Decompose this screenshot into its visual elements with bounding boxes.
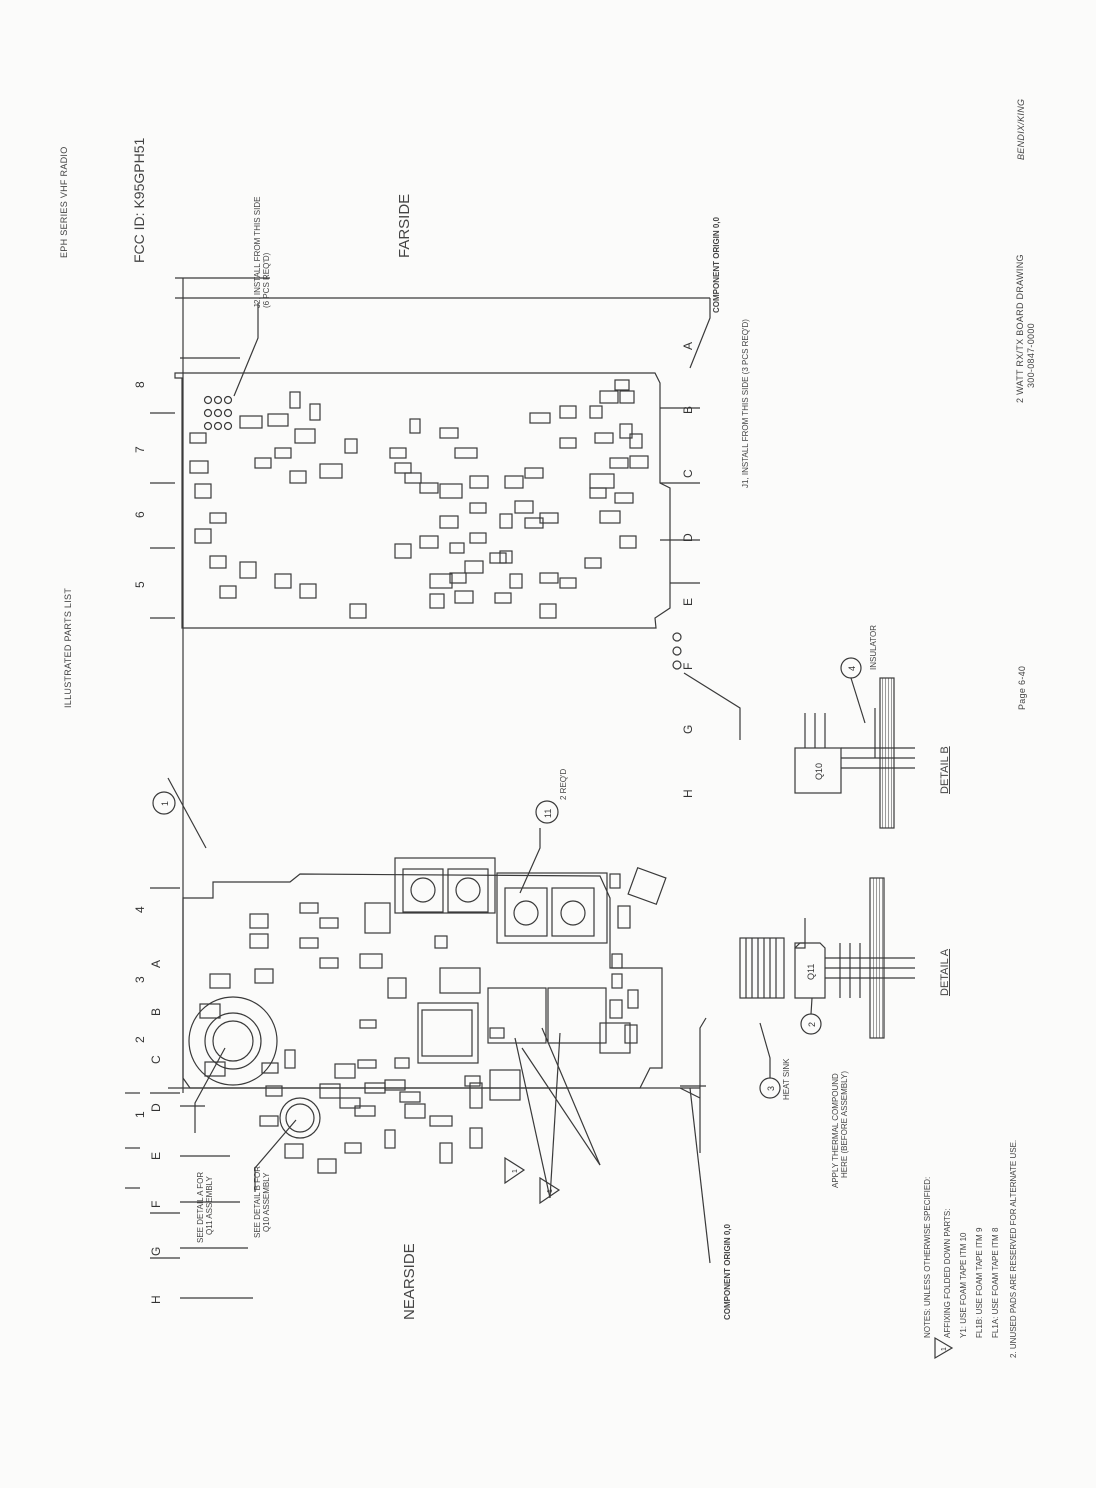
farside-col-8: 8	[133, 381, 147, 388]
nearside-flag-1	[504, 1156, 526, 1185]
nearside-fl1a	[547, 987, 607, 1044]
nearside-fl1b	[487, 987, 547, 1044]
heat-sink-num: 3	[766, 1086, 776, 1091]
farside-row-C: C	[681, 469, 695, 478]
farside-board	[174, 372, 671, 629]
callout-item1-num: 1	[160, 801, 170, 806]
detail-a-board-section	[869, 877, 885, 1039]
flag-1-text: 1	[512, 1169, 519, 1173]
nearside-col-1: 1	[133, 1111, 147, 1118]
nearside-row-B: B	[149, 1008, 163, 1016]
nearside-flag-2	[539, 1176, 561, 1205]
insulator-num: 4	[847, 666, 857, 671]
detail-a-heat-sink	[739, 937, 785, 999]
farside-col-7: 7	[133, 446, 147, 453]
callout-item11-num: 11	[543, 809, 553, 818]
nearside-b2	[279, 1097, 321, 1139]
farside-j1-pin-1	[672, 660, 682, 670]
farside-row-H: H	[681, 789, 695, 798]
notes-flag	[934, 1336, 954, 1360]
farside-row-G: G	[681, 725, 695, 734]
nearside-row-E: E	[149, 1152, 163, 1160]
nearside-u1	[417, 1002, 479, 1064]
farside-col-6: 6	[133, 511, 147, 518]
nearside-col-4: 4	[133, 906, 147, 913]
nearside-y1	[489, 1069, 521, 1101]
flag-2-text: 1	[547, 1189, 554, 1193]
farside-row-B: B	[681, 406, 695, 414]
nearside-col-3: 3	[133, 976, 147, 983]
farside-row-E: E	[681, 598, 695, 606]
nearside-row-H: H	[149, 1295, 163, 1304]
detail-b-q10-body	[794, 747, 842, 794]
compound-num: 2	[807, 1022, 817, 1027]
farside-row-F: F	[681, 663, 695, 670]
nearside-row-C: C	[149, 1055, 163, 1064]
farside-row-D: D	[681, 533, 695, 542]
nearside-row-F: F	[149, 1201, 163, 1208]
nearside-row-D: D	[149, 1103, 163, 1112]
notes-flag-text: 1	[941, 1347, 948, 1351]
detail-a-q11-text: Q11	[806, 964, 816, 980]
nearside-col-2: 2	[133, 1036, 147, 1043]
callout-item1	[152, 791, 176, 815]
farside-j2-pin-1	[203, 395, 213, 405]
detail-b-board-section	[879, 677, 895, 829]
detail-b-q10-text: Q10	[814, 763, 824, 780]
farside-col-5: 5	[133, 581, 147, 588]
nearside-board	[182, 873, 663, 1089]
nearside-b1-outer	[188, 996, 278, 1086]
callout-item11	[535, 800, 559, 824]
farside-row-A: A	[681, 342, 695, 350]
nearside-row-A: A	[149, 960, 163, 968]
nearside-row-G: G	[149, 1247, 163, 1256]
